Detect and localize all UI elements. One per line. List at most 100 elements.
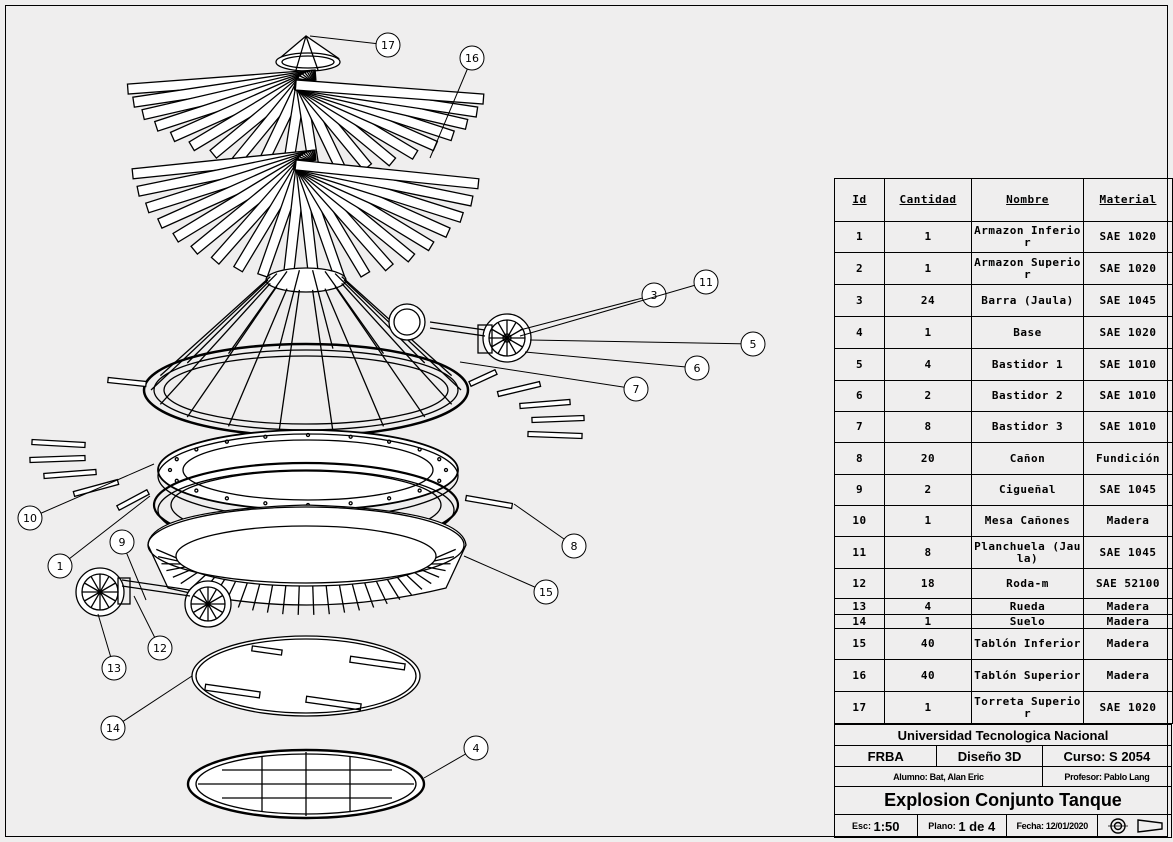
part-armazon-superior — [142, 267, 470, 438]
callout-11: 11 — [519, 269, 719, 337]
bom-cell-cantidad: 1 — [884, 252, 972, 285]
callout-label: 7 — [633, 383, 640, 396]
callout-label: 9 — [119, 536, 126, 549]
callout-label: 17 — [381, 39, 395, 52]
callout-label: 4 — [473, 742, 480, 755]
callout-label: 6 — [694, 362, 701, 375]
title-block-people-row: Alumno: Bat, Alan Eric Profesor: Pablo L… — [834, 766, 1172, 787]
callout-label: 13 — [107, 662, 121, 675]
bom-cell-nombre: Bastidor 2 — [971, 380, 1084, 412]
university-name: Universidad Tecnologica Nacional — [897, 727, 1109, 743]
bom-cell-cantidad: 1 — [884, 316, 972, 349]
bom-cell-nombre: Base — [971, 316, 1084, 349]
bom-cell-id: 8 — [834, 442, 885, 475]
bom-cell-id: 7 — [834, 411, 885, 443]
bom-cell-material: Madera — [1083, 614, 1173, 629]
bom-cell-cantidad: 40 — [884, 659, 972, 692]
title-block-faculty-row: FRBA Diseño 3D Curso: S 2054 — [834, 745, 1172, 767]
sheet-field: Plano: 1 de 4 — [916, 815, 1006, 837]
bom-header-nombre: Nombre — [971, 178, 1084, 222]
callout-15: 15 — [463, 555, 559, 605]
bom-cell-cantidad: 2 — [884, 474, 972, 506]
callout-12: 12 — [133, 595, 173, 661]
part-torreta-superior — [275, 35, 341, 72]
bom-cell-material: Madera — [1083, 598, 1173, 615]
callout-10: 10 — [17, 463, 155, 531]
bom-cell-material: SAE 1045 — [1083, 536, 1173, 569]
bom-cell-nombre: Bastidor 1 — [971, 348, 1084, 381]
bom-cell-cantidad: 1 — [884, 505, 972, 537]
bom-cell-cantidad: 4 — [884, 348, 972, 381]
bom-cell-material: Madera — [1083, 505, 1173, 537]
bom-cell-material: SAE 1020 — [1083, 316, 1173, 349]
bom-cell-cantidad: 1 — [884, 691, 972, 724]
bom-cell-material: SAE 1020 — [1083, 252, 1173, 285]
course-code: Curso: S 2054 — [1041, 746, 1171, 766]
part-bastidores — [388, 303, 532, 363]
bom-cell-cantidad: 18 — [884, 568, 972, 599]
callout-8: 8 — [513, 503, 587, 559]
bom-cell-cantidad: 8 — [884, 411, 972, 443]
callout-label: 8 — [571, 540, 578, 553]
professor-name: Profesor: Pablo Lang — [1041, 767, 1171, 786]
bom-cell-cantidad: 1 — [884, 221, 972, 253]
part-ruedas — [75, 567, 232, 628]
scale-field: Esc: 1:50 — [851, 818, 900, 834]
projection-symbol — [1097, 815, 1171, 837]
bom-cell-material: SAE 1020 — [1083, 221, 1173, 253]
bom-cell-material: SAE 52100 — [1083, 568, 1173, 599]
bom-cell-nombre: Roda-m — [971, 568, 1084, 599]
bom-cell-id: 15 — [834, 628, 885, 660]
callout-label: 16 — [465, 52, 479, 65]
bom-cell-id: 4 — [834, 316, 885, 349]
drawing-title: Explosion Conjunto Tanque — [884, 790, 1122, 810]
callout-14: 14 — [100, 675, 193, 741]
bom-cell-nombre: Tablón Superior — [971, 659, 1084, 692]
sheet-value: 1 de 4 — [958, 818, 996, 834]
part-tablones-inferiores — [147, 504, 467, 615]
bom-header-cantidad: Cantidad — [884, 178, 972, 222]
bom-cell-cantidad: 4 — [884, 598, 972, 615]
title-block-title-row: Explosion Conjunto Tanque — [834, 786, 1172, 815]
title-block-info-row: Esc: 1:50 Plano: 1 de 4 Fecha: 12/01/202… — [834, 814, 1172, 838]
callout-5: 5 — [529, 331, 766, 357]
first-angle-projection-icon — [1107, 818, 1163, 834]
bom-cell-id: 5 — [834, 348, 885, 381]
bom-cell-material: Madera — [1083, 659, 1173, 692]
bom-cell-cantidad: 20 — [884, 442, 972, 475]
bom-cell-id: 16 — [834, 659, 885, 692]
callout-1: 1 — [47, 495, 151, 579]
bom-cell-nombre: Rueda — [971, 598, 1084, 615]
bom-cell-id: 12 — [834, 568, 885, 599]
bom-header-id: Id — [834, 178, 885, 222]
part-tablones-superiores — [126, 69, 485, 282]
callout-9: 9 — [109, 529, 147, 601]
bom-cell-nombre: Cañon — [971, 442, 1084, 475]
bom-cell-id: 14 — [834, 614, 885, 629]
bom-cell-cantidad: 40 — [884, 628, 972, 660]
callout-6: 6 — [524, 351, 710, 381]
bom-cell-nombre: Suelo — [971, 614, 1084, 629]
bom-cell-material: SAE 1010 — [1083, 348, 1173, 381]
callout-7: 7 — [459, 361, 649, 402]
bom-cell-material: Madera — [1083, 628, 1173, 660]
bom-cell-id: 9 — [834, 474, 885, 506]
faculty: FRBA — [867, 748, 904, 764]
bom-cell-id: 2 — [834, 252, 885, 285]
bom-cell-cantidad: 8 — [884, 536, 972, 569]
bom-cell-id: 3 — [834, 284, 885, 317]
